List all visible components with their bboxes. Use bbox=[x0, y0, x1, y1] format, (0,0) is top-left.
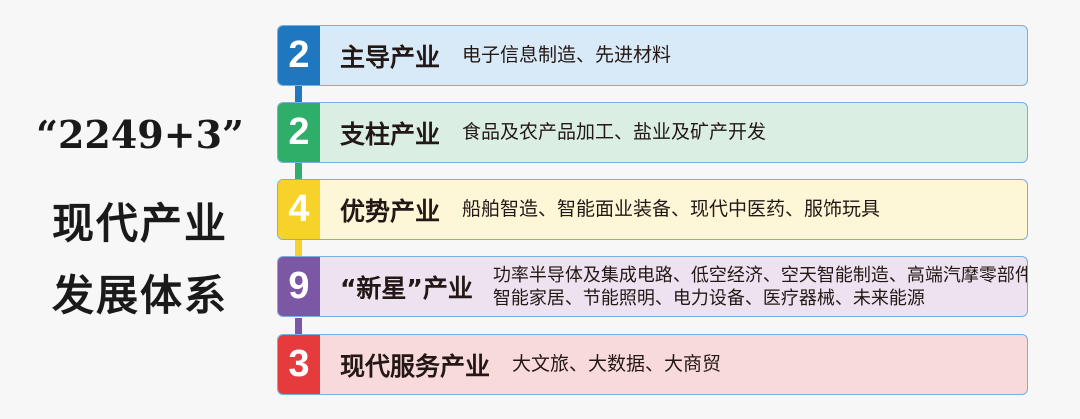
industry-row-pillar: 2 支柱产业 食品及农产品加工、盐业及矿产开发 bbox=[277, 102, 1028, 163]
industry-row-modern-service: 3 现代服务产业 大文旅、大数据、大商贸 bbox=[277, 334, 1028, 395]
connector bbox=[295, 240, 302, 258]
row-label: “新星”产业 bbox=[340, 273, 473, 303]
industry-row-advantage: 4 优势产业 船舶智造、智能面业装备、现代中医药、服饰玩具 bbox=[277, 179, 1028, 240]
row-number: 9 bbox=[278, 257, 320, 316]
connector bbox=[295, 86, 302, 104]
row-description: 电子信息制造、先进材料 bbox=[462, 44, 672, 66]
title-line-3: 发展体系 bbox=[51, 271, 228, 320]
row-number: 4 bbox=[278, 180, 320, 239]
title-line-1: “2249+3” bbox=[36, 112, 244, 157]
row-description: 船舶智造、智能面业装备、现代中医药、服饰玩具 bbox=[462, 198, 881, 220]
connector bbox=[295, 318, 302, 336]
row-description: 功率半导体及集成电路、低空经济、空天智能制造、高端汽摩零部件智能家居、节能照明、… bbox=[492, 264, 1028, 309]
industry-row-leading: 2 主导产业 电子信息制造、先进材料 bbox=[277, 25, 1028, 86]
industry-row-new-star: 9 “新星”产业 功率半导体及集成电路、低空经济、空天智能制造、高端汽摩零部件智… bbox=[277, 256, 1028, 317]
row-description: 大文旅、大数据、大商贸 bbox=[512, 353, 722, 375]
row-label: 主导产业 bbox=[340, 42, 441, 72]
connector bbox=[295, 163, 302, 181]
row-label: 支柱产业 bbox=[340, 119, 441, 149]
title-line-2: 现代产业 bbox=[51, 199, 228, 248]
row-number: 2 bbox=[278, 103, 320, 162]
row-number: 3 bbox=[278, 335, 320, 394]
row-label: 现代服务产业 bbox=[340, 351, 491, 381]
row-number: 2 bbox=[278, 26, 320, 85]
row-label: 优势产业 bbox=[340, 196, 441, 226]
row-description: 食品及农产品加工、盐业及矿产开发 bbox=[462, 121, 767, 143]
